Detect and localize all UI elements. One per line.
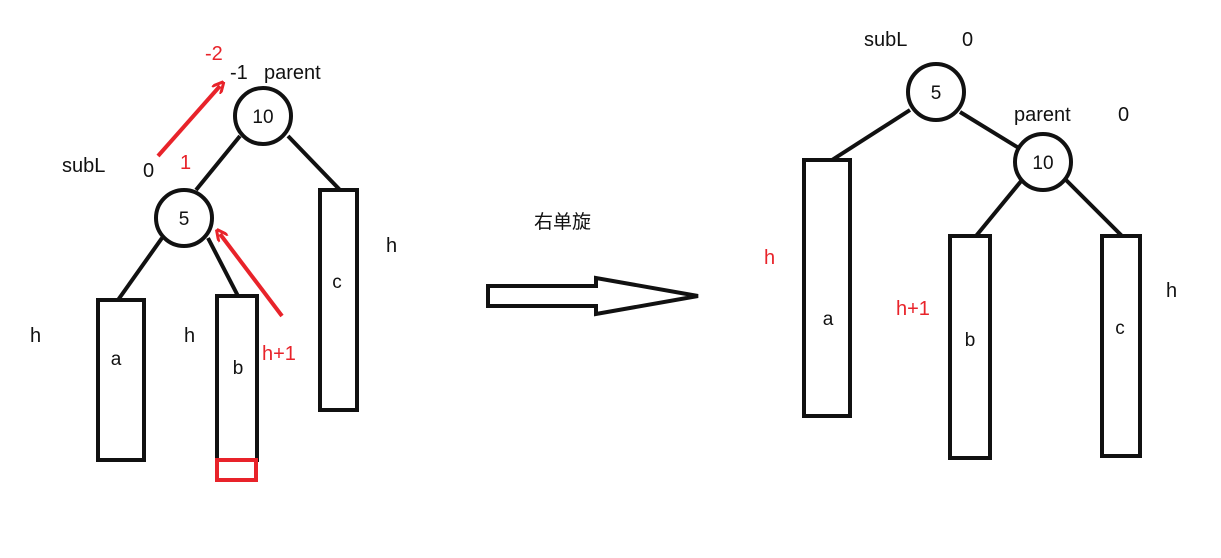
node-parent-value: 10 — [252, 107, 273, 128]
node-subl-after-value: 5 — [931, 83, 942, 104]
subl-balance-factor: 0 — [143, 160, 154, 182]
right-arrow-icon — [486, 275, 699, 317]
edge-subl-a — [116, 236, 164, 302]
after-tree: 5 10 a b c subL 0 parent 0 h h+1 h — [764, 29, 1177, 460]
subtree-a-box — [96, 298, 146, 462]
edge-subl-b — [206, 237, 240, 297]
node-parent: 10 — [233, 86, 293, 146]
node-subl-value: 5 — [179, 209, 190, 230]
subl-after-label: subL — [864, 29, 907, 51]
parent-balance-factor: -1 — [230, 62, 248, 84]
parent-after-balance-factor: 0 — [1118, 104, 1129, 126]
subl-label: subL — [62, 155, 105, 177]
subtree-a-label: a — [111, 349, 122, 370]
edge-parent-c-after — [1064, 178, 1124, 238]
inserted-node-box — [215, 458, 258, 482]
subtree-b-after-label: b — [965, 330, 976, 351]
height-c-after-label: h — [1166, 280, 1177, 302]
subtree-a-after-label: a — [823, 309, 834, 330]
edge-subl-a-after — [830, 108, 912, 162]
subl-new-balance-factor: 1 — [180, 152, 191, 174]
bf-update-arrow-subl — [220, 234, 284, 318]
height-b-label: h — [184, 325, 195, 347]
height-b-after-label: h+1 — [896, 298, 930, 320]
node-parent-after-value: 10 — [1032, 153, 1053, 174]
subtree-a-after-box — [802, 158, 852, 418]
height-a-label: h — [30, 325, 41, 347]
rotation-arrow: 右单旋 — [486, 211, 699, 317]
edge-parent-b-after — [974, 178, 1024, 238]
subtree-c-label: c — [332, 272, 342, 293]
subtree-b-label: b — [233, 358, 244, 379]
parent-label: parent — [264, 62, 321, 84]
node-subl: 5 — [154, 188, 214, 248]
node-parent-after: 10 — [1013, 132, 1073, 192]
height-b-new-label: h+1 — [262, 343, 296, 365]
subtree-c-after-label: c — [1115, 318, 1125, 339]
edge-parent-subl — [194, 134, 242, 192]
edge-subl-parent-after — [958, 110, 1024, 152]
subtree-c-after-box — [1100, 234, 1142, 458]
parent-after-label: parent — [1014, 104, 1071, 126]
subtree-c-box — [318, 188, 359, 412]
parent-new-balance-factor: -2 — [205, 43, 223, 65]
edge-parent-c — [286, 134, 342, 192]
height-c-label: h — [386, 235, 397, 257]
rotation-caption: 右单旋 — [534, 211, 591, 233]
node-subl-after: 5 — [906, 62, 966, 122]
height-a-after-label: h — [764, 247, 775, 269]
bf-update-arrow-parent — [156, 86, 220, 158]
subtree-b-after-box — [948, 234, 992, 460]
subl-after-balance-factor: 0 — [962, 29, 973, 51]
before-tree: 10 5 a b c -2 -1 parent subL 0 1 h h h+1… — [30, 43, 397, 482]
